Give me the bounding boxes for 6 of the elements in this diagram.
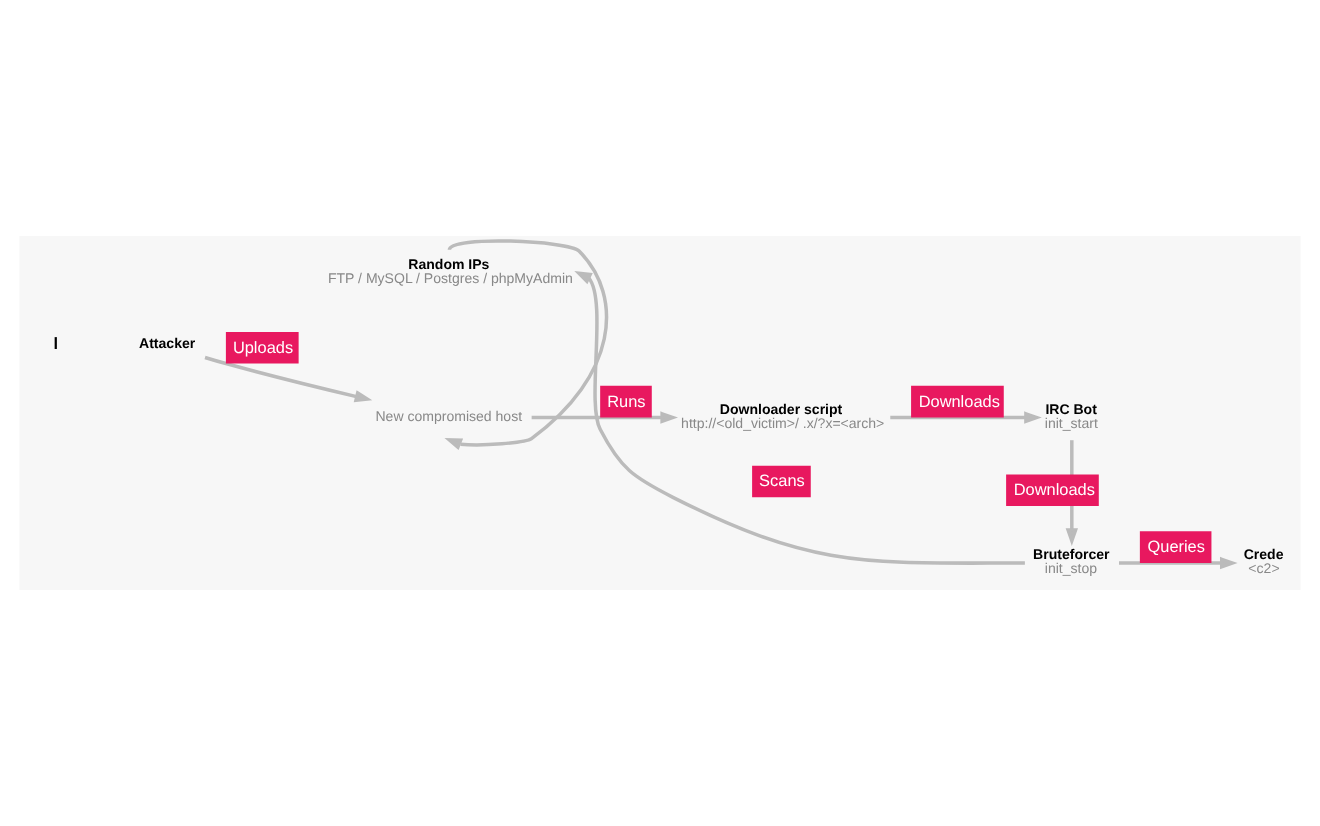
arrow <box>444 239 609 451</box>
arrow <box>890 411 1042 424</box>
arrow <box>204 355 373 403</box>
arrow <box>574 270 1025 565</box>
arrow <box>531 411 678 424</box>
arrow <box>1119 556 1238 570</box>
